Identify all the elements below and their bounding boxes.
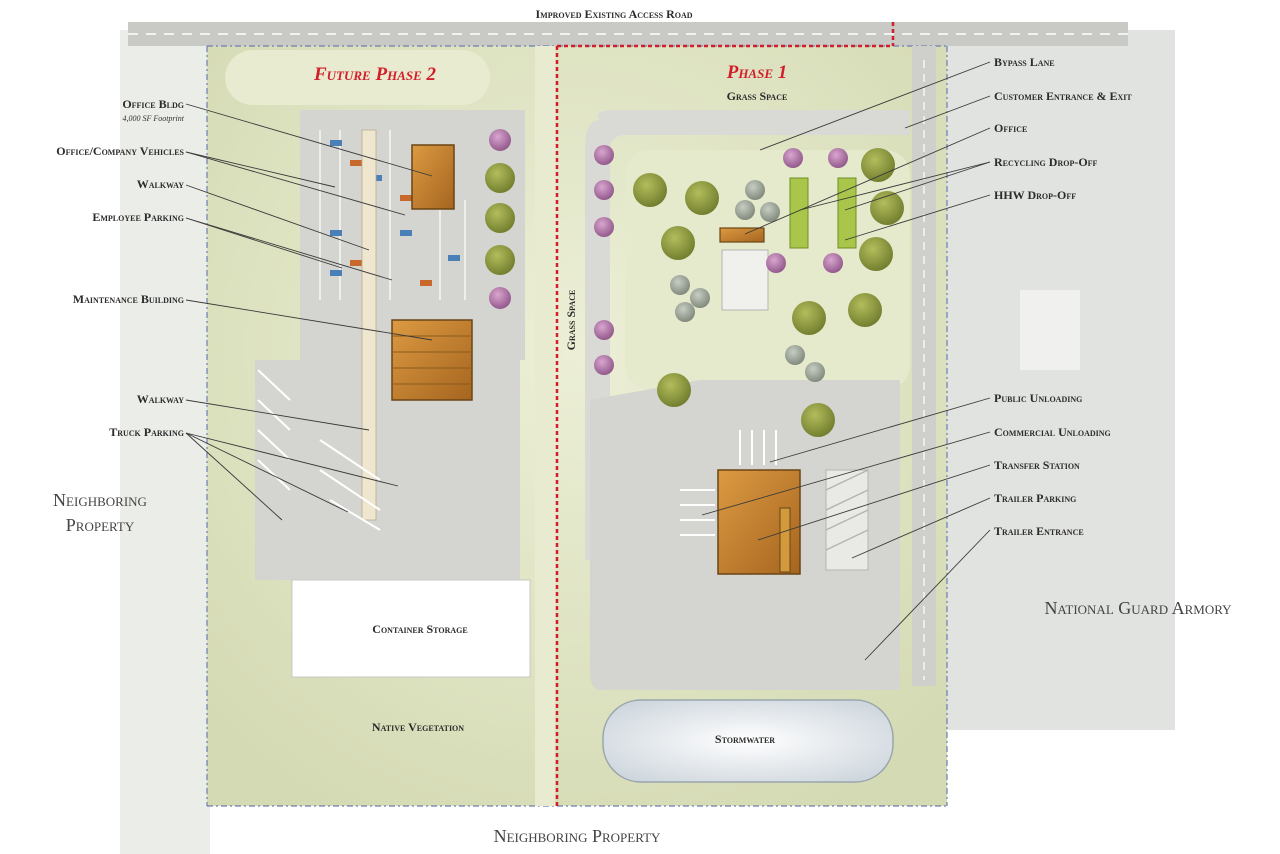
label-office: Office xyxy=(994,121,1027,135)
phase1-title: Phase 1 xyxy=(726,62,788,83)
aerial-building xyxy=(1020,290,1080,370)
walkway-path xyxy=(361,129,377,521)
label-trailer-entrance: Trailer Entrance xyxy=(994,524,1084,538)
aerial-right xyxy=(945,30,1175,730)
container-storage-label: Container Storage xyxy=(372,622,467,636)
grass-space-side-label: Grass Space xyxy=(564,290,578,351)
stormwater-pond xyxy=(602,699,894,783)
office-building xyxy=(411,144,455,210)
label-office-bldg: Office Bldg xyxy=(122,97,184,111)
phase2-trees xyxy=(485,129,515,309)
neighboring-property-left-2: Property xyxy=(66,515,135,535)
phase2-title: Future Phase 2 xyxy=(313,64,437,85)
label-recycling: Recycling Drop-Off xyxy=(994,155,1098,169)
label-walkway-2: Walkway xyxy=(137,392,184,406)
label-office-bldg-note: 4,000 SF Footprint xyxy=(122,114,184,123)
recycling-dropoff-2 xyxy=(837,177,857,249)
label-maintenance-building: Maintenance Building xyxy=(73,292,184,306)
label-customer-entrance: Customer Entrance & Exit xyxy=(994,89,1132,103)
road-label: Improved Existing Access Road xyxy=(535,7,692,21)
label-walkway-1: Walkway xyxy=(137,177,184,191)
transfer-station-annex xyxy=(779,507,791,573)
neighboring-property-left-1: Neighboring xyxy=(53,490,147,510)
label-transfer-station: Transfer Station xyxy=(994,458,1080,472)
label-company-vehicles: Office/Company Vehicles xyxy=(56,144,184,158)
phase1-office xyxy=(719,227,765,243)
phase1-trees xyxy=(594,145,904,437)
grass-space-top-label: Grass Space xyxy=(727,89,788,103)
trailer-parking-stripes xyxy=(825,469,869,551)
label-hhw: HHW Drop-Off xyxy=(994,188,1076,202)
public-unloading-stalls xyxy=(739,430,777,465)
aerial-left xyxy=(120,30,210,854)
label-bypass-lane: Bypass Lane xyxy=(994,55,1055,69)
phase2-grass-strip xyxy=(225,50,490,105)
label-employee-parking: Employee Parking xyxy=(92,210,184,224)
national-guard-label: National Guard Armory xyxy=(1044,598,1232,618)
truck-parking-stripes xyxy=(257,369,381,531)
employee-cars xyxy=(350,160,432,286)
phase2-truck-area xyxy=(255,360,520,580)
commercial-unloading-stalls xyxy=(680,489,715,536)
neighboring-property-bottom: Neighboring Property xyxy=(494,826,661,846)
label-public-unloading: Public Unloading xyxy=(994,391,1082,405)
right-leader-lines xyxy=(701,61,991,661)
recycling-dropoff-1 xyxy=(789,177,809,249)
maintenance-building xyxy=(391,319,473,401)
left-leader-lines xyxy=(185,103,433,521)
label-trailer-parking: Trailer Parking xyxy=(994,491,1076,505)
central-grass-strip xyxy=(535,46,555,806)
stormwater-label: Stormwater xyxy=(715,732,775,746)
container-storage-area xyxy=(291,579,531,678)
office-parking xyxy=(721,249,769,311)
label-truck-parking: Truck Parking xyxy=(109,425,184,439)
label-commercial-unloading: Commercial Unloading xyxy=(994,425,1111,439)
native-vegetation-label: Native Vegetation xyxy=(372,720,464,734)
